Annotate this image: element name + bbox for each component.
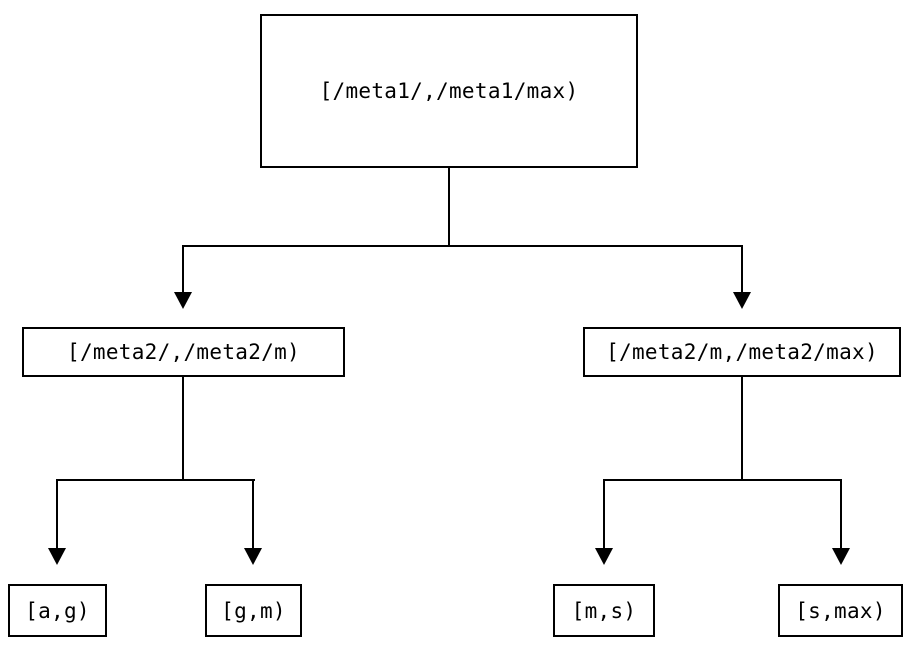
connector-root-stem xyxy=(448,168,450,247)
node-leaf-m-s: [m,s) xyxy=(553,584,655,637)
arrowhead-to-left-child-icon xyxy=(174,292,192,309)
node-leaf-s-max-label: [s,max) xyxy=(795,598,886,623)
node-left-label: [/meta2/,/meta2/m) xyxy=(67,340,300,364)
connector-right-to-leaf-ms-drop xyxy=(603,479,605,548)
node-leaf-g-m: [g,m) xyxy=(205,584,302,637)
arrowhead-to-leaf-m-s-icon xyxy=(595,548,613,565)
arrowhead-to-right-child-icon xyxy=(733,292,751,309)
connector-root-to-left-drop xyxy=(182,245,184,292)
connector-left-to-leaf-ag-drop xyxy=(56,479,58,548)
node-root-meta1-range: [/meta1/,/meta1/max) xyxy=(260,14,638,168)
node-leaf-g-m-label: [g,m) xyxy=(221,598,286,623)
connector-right-to-leaf-smax-drop xyxy=(840,479,842,548)
arrowhead-to-leaf-g-m-icon xyxy=(244,548,262,565)
connector-root-to-right-drop xyxy=(741,245,743,292)
node-leaf-a-g: [a,g) xyxy=(8,584,107,637)
arrowhead-to-leaf-a-g-icon xyxy=(48,548,66,565)
connector-left-child-stem xyxy=(182,377,184,481)
connector-right-child-stem xyxy=(741,377,743,481)
node-leaf-m-s-label: [m,s) xyxy=(571,598,637,623)
connector-level1-horizontal xyxy=(183,245,743,247)
connector-right-subtree-horizontal xyxy=(604,479,842,481)
connector-left-to-leaf-gm-drop xyxy=(252,479,254,548)
node-right-label: [/meta2/m,/meta2/max) xyxy=(606,340,878,364)
node-right-meta2-range: [/meta2/m,/meta2/max) xyxy=(583,327,901,377)
node-root-label: [/meta1/,/meta1/max) xyxy=(319,79,579,103)
node-left-meta2-range: [/meta2/,/meta2/m) xyxy=(22,327,345,377)
node-leaf-s-max: [s,max) xyxy=(778,584,903,637)
connector-left-subtree-horizontal xyxy=(57,479,255,481)
arrowhead-to-leaf-s-max-icon xyxy=(832,548,850,565)
node-leaf-a-g-label: [a,g) xyxy=(25,598,90,623)
